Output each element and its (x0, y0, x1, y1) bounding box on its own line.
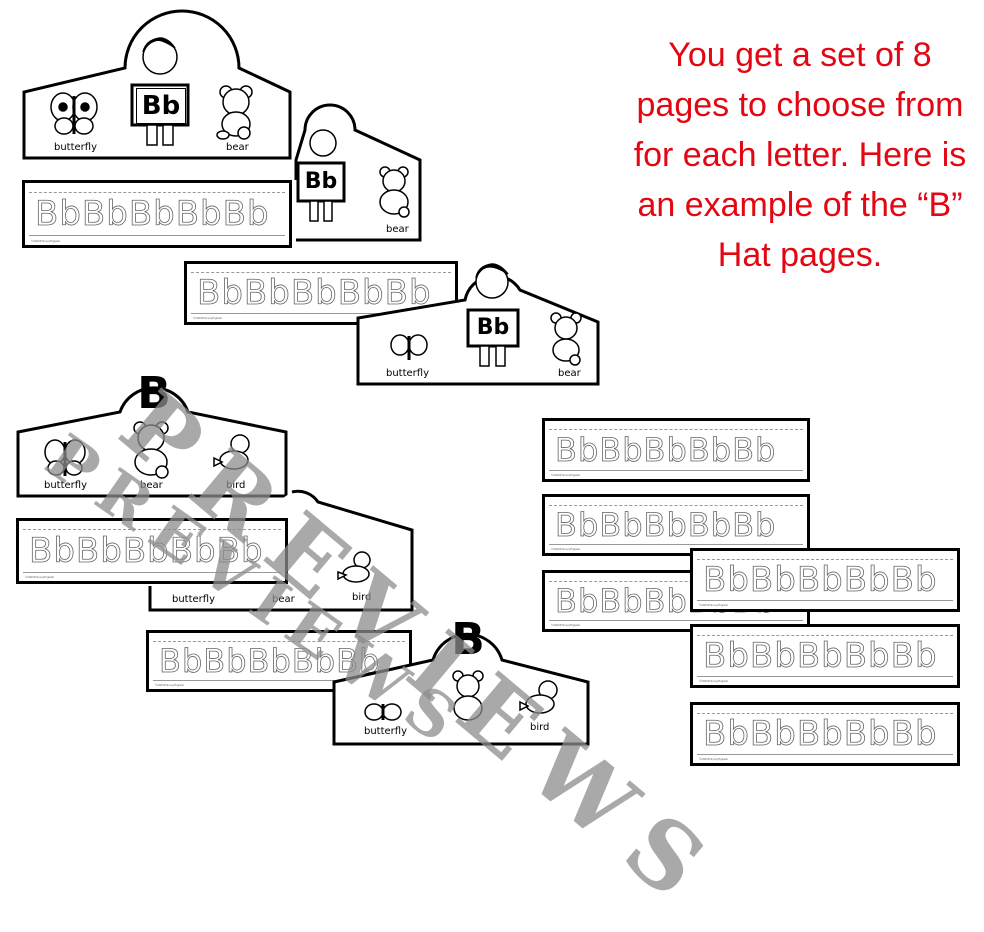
label-bird-5: bird (352, 592, 372, 603)
label-butterfly-3: butterfly (386, 368, 430, 379)
big-letter: B (137, 368, 171, 419)
label-bear-2: bear (386, 224, 409, 235)
bear-icon-2 (379, 166, 410, 218)
bear-icon-6 (452, 670, 484, 721)
badge-3: Bb (476, 315, 510, 340)
label-butterfly-5: butterfly (172, 594, 216, 605)
label-butterfly-4: butterfly (44, 480, 88, 491)
label-butterfly: butterfly (54, 142, 98, 153)
label-bird-4: bird (226, 480, 246, 491)
trace-strip: BbBbBbBbBb ©2020PrimaryPigtails (690, 548, 960, 612)
label-bear: bear (226, 142, 249, 153)
bird-icon-5 (337, 551, 371, 583)
butterfly-icon-4 (44, 439, 86, 476)
label-bear-5: bear (272, 594, 295, 605)
label-bear-3: bear (558, 368, 581, 379)
trace-strip: BbBbBbBbBb ©2020PrimaryPigtails (22, 180, 292, 248)
bird-icon-6 (519, 680, 558, 714)
boy-icon (130, 37, 190, 146)
label-bird-6: bird (530, 722, 550, 733)
bear-icon-4 (133, 421, 169, 479)
promo-text: You get a set of 8 pages to choose from … (633, 36, 967, 274)
hat-4-outline (16, 386, 288, 498)
butterfly-icon-3 (390, 334, 428, 360)
label-butterfly-6: butterfly (364, 726, 408, 737)
bear-icon-3 (550, 312, 582, 366)
bear-icon (216, 85, 253, 140)
butterfly-icon-6 (364, 703, 402, 721)
trace-strip: BbBbBbBbBb ©2020PrimaryPigtails (146, 630, 412, 692)
bird-icon-4 (213, 434, 250, 470)
trace-strip: BbBbBbBbBb ©2020PrimaryPigtails (690, 702, 960, 766)
hat-2-outline (294, 103, 422, 242)
trace-strip: BbBbBbBbBb ©2020PrimaryPigtails (690, 624, 960, 688)
boy-icon-2 (296, 129, 346, 222)
trace-strip: BbBbBbBbBb ©2020PrimaryPigtails (184, 261, 458, 325)
badge: Bb (136, 88, 186, 124)
badge-2: Bb (304, 169, 338, 194)
hat-6-outline (332, 632, 590, 746)
hat-1-outline (22, 9, 292, 160)
trace-strip: BbBbBbBbBb ©2020PrimaryPigtails (16, 518, 288, 584)
big-letter-6: B (451, 614, 485, 665)
label-bear-4: bear (140, 480, 163, 491)
trace-strip: BbBbBbBbBb ©2020PrimaryPigtails (542, 418, 810, 482)
trace-strip: BbBbBbBbBb ©2020PrimaryPigtails (542, 494, 810, 556)
butterfly-icon (50, 92, 98, 135)
boy-icon-3 (466, 263, 520, 367)
hat-3-outline (356, 263, 600, 386)
